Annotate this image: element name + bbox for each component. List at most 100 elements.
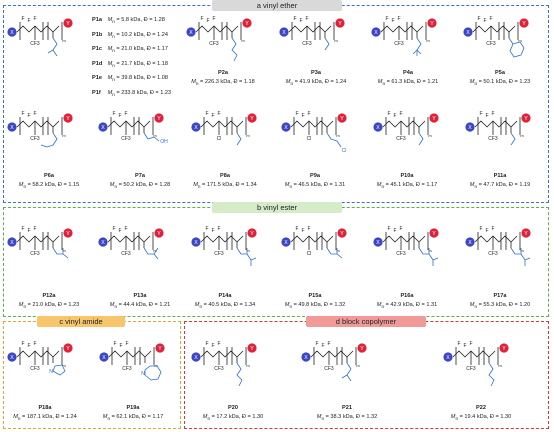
mn-subscript: n — [207, 416, 211, 422]
f-label: F — [205, 111, 208, 117]
mn-subscript: n — [289, 304, 293, 310]
bond — [195, 25, 239, 33]
f-label: F — [27, 228, 30, 234]
bond — [380, 25, 424, 33]
side-chain — [510, 132, 516, 146]
f-label: F — [211, 113, 214, 119]
side-chain — [432, 257, 439, 261]
side-chain — [416, 37, 422, 51]
cf3-label: CF3 — [209, 41, 219, 47]
cf3-label: CF3 — [30, 136, 40, 142]
f-label: F — [469, 341, 472, 347]
f-label: F — [205, 226, 208, 232]
y-end-label: Y — [66, 346, 70, 352]
y-end-group-icon — [337, 228, 347, 238]
bond — [16, 120, 60, 128]
cf3-label: CF3 — [466, 366, 476, 372]
y-end-group-icon — [427, 18, 437, 28]
x-end-group-icon — [465, 237, 475, 247]
repeat-label: m — [336, 248, 340, 253]
y-end-label: Y — [338, 21, 342, 27]
p1-series-list: P1a Mn = 5.8 kDa, Đ = 1.28 P1b Mn = 10.2… — [92, 14, 192, 101]
x-end-label: X — [304, 355, 308, 361]
x-end-label: X — [194, 240, 198, 246]
f-label: F — [118, 228, 121, 234]
mn-symbol: M — [109, 182, 115, 188]
side-chain — [246, 253, 252, 261]
repeat-label: m — [241, 38, 245, 43]
cf3-label: CF3 — [488, 136, 498, 142]
lactam-ring — [52, 364, 66, 376]
y-end-label: Y — [66, 231, 70, 237]
mn-symbol: M — [316, 414, 322, 420]
x-end-group-icon — [373, 237, 383, 247]
compound-id: P3a — [311, 70, 321, 76]
bond — [200, 120, 244, 128]
bond — [107, 235, 151, 243]
f-label: F — [124, 226, 127, 232]
side-chain — [524, 257, 531, 261]
f-label: F — [211, 228, 214, 234]
cf3-label: CF3 — [122, 366, 132, 372]
p1-row: P1d Mn = 21.7 kDa, Đ = 1.18 — [92, 60, 169, 68]
mn-symbol: M — [377, 79, 383, 85]
bond — [107, 120, 151, 128]
mn-value: = 58.2 kDa, Đ = 1.15 — [26, 182, 80, 188]
x-end-group-icon — [371, 27, 381, 37]
x-end-group-icon — [301, 352, 311, 362]
lactam-ring — [144, 365, 162, 381]
cf3-label: CF3 — [396, 251, 406, 257]
side-chain — [508, 37, 514, 45]
y-end-label: Y — [157, 231, 161, 237]
x-end-label: X — [101, 125, 105, 131]
mn-subscript: n — [114, 184, 118, 190]
bond — [382, 235, 426, 243]
cf3-label: CF3 — [394, 41, 404, 47]
side-chain — [236, 247, 247, 255]
compound-id: P22 — [476, 405, 486, 411]
side-chain — [40, 132, 58, 148]
x-end-group-icon — [465, 122, 475, 132]
side-chain — [346, 362, 352, 382]
x-end-group-icon — [281, 122, 291, 132]
f-label: F — [21, 226, 24, 232]
x-end-group-icon — [191, 237, 201, 247]
mn-value: = 17.2 kDa, Đ = 1.30 — [210, 414, 264, 420]
mn-symbol: M — [191, 79, 196, 85]
mn-value: = 187.1 kDa, Đ = 1.24 — [20, 414, 77, 420]
repeat-label: m — [246, 133, 250, 138]
y-end-group-icon — [429, 228, 439, 238]
f-label: F — [393, 113, 396, 119]
side-chain — [428, 253, 434, 261]
mn-symbol: M — [13, 414, 18, 420]
f-label: F — [399, 111, 402, 117]
mn-symbol: M — [284, 302, 290, 308]
mn-value: = 171.5 kDa, Đ = 1.34 — [200, 182, 257, 188]
mn-subscript: n — [23, 304, 27, 310]
f-label: F — [33, 111, 36, 117]
f-label: F — [293, 16, 296, 22]
f-label: F — [301, 113, 304, 119]
side-chain — [520, 253, 526, 261]
f-label: F — [21, 16, 24, 22]
y-end-group-icon — [521, 113, 531, 123]
y-end-label: Y — [66, 21, 70, 27]
x-end-label: X — [468, 125, 472, 131]
